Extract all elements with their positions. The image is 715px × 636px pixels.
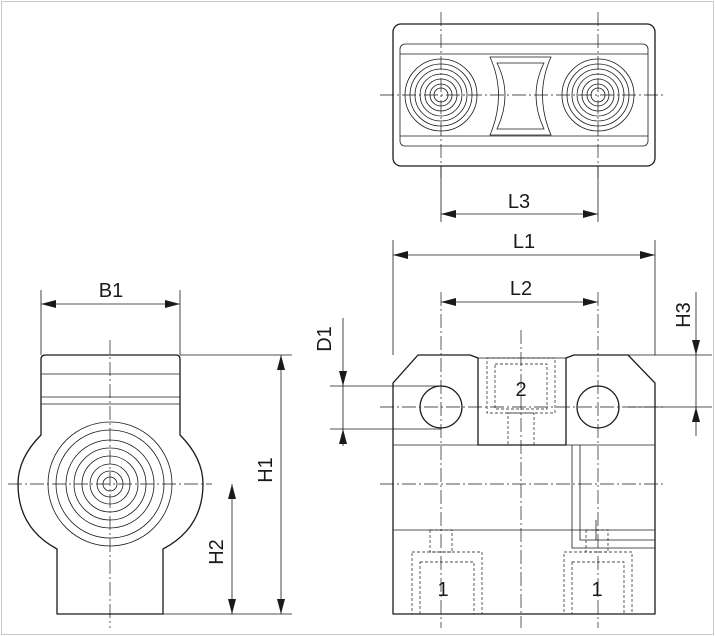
front-view-port-1-left-hidden <box>411 529 483 615</box>
port-1-left-marker: 1 <box>437 579 448 601</box>
dimension-l2-label: L2 <box>510 278 532 300</box>
dimension-d1-label: D1 <box>314 326 336 352</box>
dimension-l3-label: L3 <box>508 191 530 213</box>
dimension-h2-label: H2 <box>206 539 228 565</box>
dimension-l1-label: L1 <box>513 231 535 253</box>
top-view-slot <box>489 56 552 136</box>
port-1-right-marker: 1 <box>591 579 602 601</box>
dimension-h3-label: H3 <box>673 302 695 328</box>
port-2-marker: 2 <box>515 379 526 401</box>
dimension-b1-label: B1 <box>99 280 123 302</box>
front-view-side-slot <box>571 445 655 549</box>
top-view: L3 <box>380 12 666 222</box>
dimension-h1-label: H1 <box>255 457 277 483</box>
front-view: 2 1 1 L1 L2 D1 H3 <box>314 231 712 628</box>
side-view: B1 H1 H2 <box>8 280 292 628</box>
